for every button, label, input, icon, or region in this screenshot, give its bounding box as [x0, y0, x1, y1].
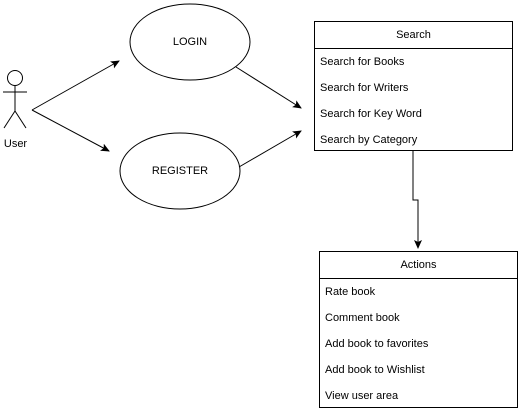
action-item-wishlist: Add book to Wishlist — [325, 364, 425, 376]
register-label: REGISTER — [151, 165, 209, 177]
search-item-writers: Search for Writers — [320, 82, 409, 94]
search-item-category: Search by Category — [320, 134, 418, 146]
search-box: Search Search for Books Search for Write… — [314, 21, 513, 151]
search-item-keyword: Search for Key Word — [320, 108, 422, 120]
login-use-case — [129, 3, 251, 81]
action-item-comment: Comment book — [325, 312, 400, 324]
arrow-register-to-search — [238, 130, 302, 168]
actor-leg-right — [14, 110, 27, 129]
action-item-user-area: View user area — [325, 390, 399, 402]
arrow-login-to-search — [235, 66, 302, 109]
arrow-search-to-actions — [412, 150, 422, 249]
actor-leg-left — [3, 110, 16, 129]
search-item-books: Search for Books — [320, 56, 405, 68]
action-item-favorites: Add book to favorites — [325, 338, 429, 350]
actions-box-title: Actions — [320, 252, 517, 279]
login-label: LOGIN — [172, 36, 208, 48]
actions-box: Actions Rate book Comment book Add book … — [319, 251, 518, 408]
arrow-user-to-register — [31, 109, 110, 152]
actor-label: User — [3, 138, 28, 150]
actor-head — [7, 70, 23, 86]
user-actor-figure — [3, 70, 27, 129]
search-box-title: Search — [315, 22, 512, 49]
action-item-rate: Rate book — [325, 286, 376, 298]
register-use-case — [119, 132, 241, 210]
arrow-user-to-login — [31, 60, 120, 111]
